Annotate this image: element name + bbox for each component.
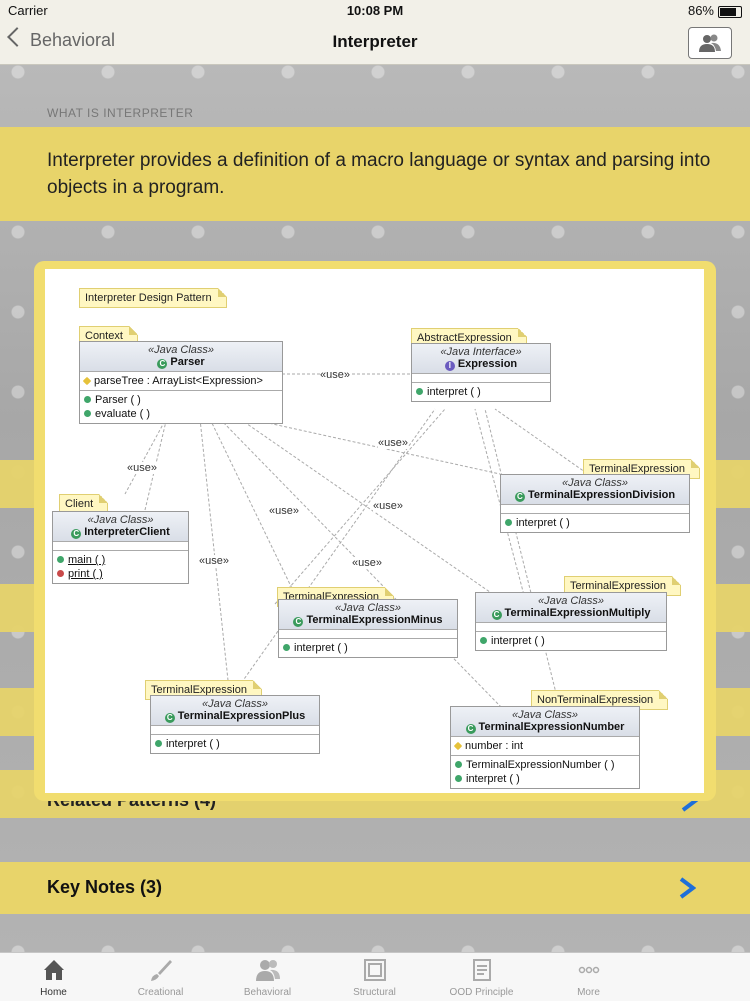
tab-label: Behavioral <box>243 987 292 998</box>
tab-label: More <box>577 987 600 998</box>
tab-structural[interactable]: Structural <box>321 953 428 1001</box>
definition-card: Interpreter provides a definition of a m… <box>0 127 750 221</box>
tab-home[interactable]: Home <box>0 953 107 1001</box>
section-heading-what-is: WHAT IS INTERPRETER <box>47 106 194 120</box>
battery-icon <box>718 5 742 18</box>
uml-diagram-card[interactable]: Interpreter Design Pattern Context Abstr… <box>34 261 716 801</box>
key-notes-row[interactable]: Key Notes (3) <box>0 862 750 914</box>
tab-label: Structural <box>353 987 396 998</box>
diagram-title-note: Interpreter Design Pattern <box>79 288 227 308</box>
use-label: «use» <box>199 555 229 567</box>
chevron-right-icon <box>679 877 696 899</box>
tab-bar: Home Creational Behavioral Structural OO… <box>0 952 750 1001</box>
carrier-label: Carrier <box>8 3 48 18</box>
uml-connectors <box>124 373 596 710</box>
uml-diagram: Interpreter Design Pattern Context Abstr… <box>45 269 704 793</box>
use-label: «use» <box>378 437 408 449</box>
tab-label: OOD Principle <box>449 987 514 998</box>
brush-icon <box>151 960 172 981</box>
battery-percent: 86% <box>687 3 714 18</box>
tab-label: Home <box>40 987 67 998</box>
users-icon <box>256 960 280 981</box>
document-icon <box>473 959 491 981</box>
navigation-bar: Behavioral Interpreter <box>0 22 750 65</box>
use-label: «use» <box>269 505 299 517</box>
note-nonterminal: NonTerminalExpression <box>531 690 669 710</box>
key-notes-label: Key Notes (3) <box>47 877 163 897</box>
tab-behavioral[interactable]: Behavioral <box>214 953 321 1001</box>
clock: 10:08 PM <box>346 3 404 18</box>
status-bar: Carrier 10:08 PM 86% <box>0 0 750 22</box>
home-icon <box>44 960 64 980</box>
note-terminal-multiply: TerminalExpression <box>564 576 681 596</box>
back-label: Behavioral <box>30 30 116 50</box>
tab-ood-principle[interactable]: OOD Principle <box>428 953 535 1001</box>
back-button[interactable]: Behavioral <box>7 27 116 51</box>
page-title: Interpreter <box>332 32 418 51</box>
tab-creational[interactable]: Creational <box>107 953 214 1001</box>
use-label: «use» <box>352 557 382 569</box>
tab-more[interactable]: More <box>535 953 642 1001</box>
use-label: «use» <box>373 500 403 512</box>
users-button[interactable] <box>688 27 732 59</box>
definition-text: Interpreter provides a definition of a m… <box>47 150 711 198</box>
use-label: «use» <box>127 462 157 474</box>
users-icon <box>699 34 721 52</box>
use-label: «use» <box>320 369 350 381</box>
tab-label: Creational <box>137 987 184 998</box>
battery-status: 86% <box>688 3 742 18</box>
structure-icon <box>364 959 386 981</box>
more-icon <box>578 966 600 974</box>
